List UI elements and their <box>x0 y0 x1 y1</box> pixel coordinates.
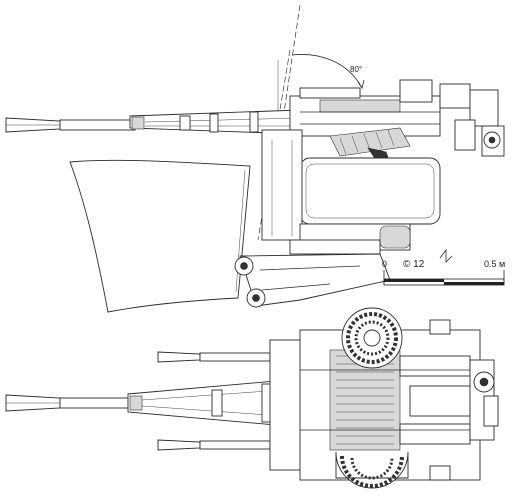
scale-start-label: 0 <box>382 259 387 269</box>
pivot-mount <box>234 253 391 308</box>
gun-shield <box>69 159 251 313</box>
copyright-label: © 12 <box>403 259 425 270</box>
top-ammo-drum-upper <box>341 307 403 369</box>
top-view <box>5 307 499 489</box>
elevation-arc <box>291 54 363 89</box>
author-signature <box>439 248 453 263</box>
side-view: 80° <box>5 4 505 313</box>
elevation-angle-label: 80° <box>350 65 362 74</box>
side-barrel <box>5 109 301 135</box>
scale-end-label: 0.5 м <box>484 259 505 269</box>
top-ammo-drum-lower <box>335 451 409 489</box>
scale-bar: 0 0.5 м © 12 <box>382 248 505 286</box>
side-cradle <box>261 129 411 255</box>
ammo-box <box>299 157 441 225</box>
top-main-barrel <box>5 377 311 429</box>
side-receiver <box>289 79 505 169</box>
